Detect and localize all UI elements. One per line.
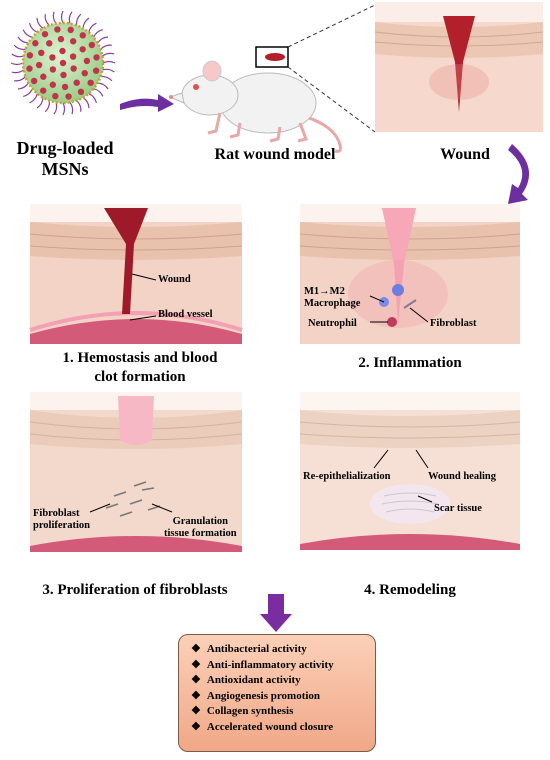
benefit-text: Antioxidant activity bbox=[206, 674, 301, 687]
bullet-icon: ❖ bbox=[191, 643, 201, 655]
panel3-illustration bbox=[29, 392, 243, 552]
panel2-fibroblast-label: Fibroblast bbox=[430, 318, 477, 329]
panel3-arrows bbox=[89, 503, 173, 513]
msn-label: Drug-loaded MSNs bbox=[5, 138, 125, 180]
panel1-wound-label: Wound bbox=[158, 274, 191, 285]
benefit-text: Anti-inflammatory activity bbox=[206, 658, 334, 671]
wound-zoom-panel bbox=[374, 2, 544, 132]
panel4-illustration bbox=[299, 392, 521, 550]
panel2-neutrophil-label: Neutrophil bbox=[308, 318, 357, 329]
arrow-to-rat-icon bbox=[120, 94, 174, 112]
panel3-fibroblast-label: Fibroblast proliferation bbox=[33, 508, 90, 532]
panel1-title: 1. Hemostasis and blood clot formation bbox=[20, 349, 260, 387]
msn-label-line2: MSNs bbox=[41, 159, 89, 179]
panel3-granulation-line1: Granulation bbox=[172, 516, 229, 527]
benefit-item: ❖ Anti-inflammatory activity bbox=[191, 658, 375, 674]
benefit-item: ❖ Antioxidant activity bbox=[191, 673, 375, 689]
zoom-lines bbox=[287, 4, 376, 133]
benefit-text: Accelerated wound closure bbox=[206, 720, 334, 733]
wound-label: Wound bbox=[440, 146, 490, 163]
panel1-illustration bbox=[29, 204, 243, 344]
down-arrow-icon bbox=[260, 594, 292, 632]
msn-nanoparticle-illustration bbox=[10, 10, 116, 116]
benefit-item: ❖ Angiogenesis promotion bbox=[191, 689, 375, 705]
bullet-icon: ❖ bbox=[191, 689, 201, 702]
panel3-granulation-line2: tissue formation bbox=[164, 528, 237, 539]
panel3-fibroblast-line2: proliferation bbox=[33, 520, 90, 531]
panel2-macrophage-label: M1→M2 Macrophage bbox=[304, 286, 360, 310]
panel4-title: 4. Remodeling bbox=[364, 582, 456, 598]
curved-arrow-icon bbox=[508, 144, 530, 204]
benefit-item: ❖ Accelerated wound closure bbox=[191, 720, 375, 736]
benefit-item: ❖ Antibacterial activity bbox=[191, 642, 375, 658]
panel2-title: 2. Inflammation bbox=[358, 355, 462, 371]
panel2-illustration bbox=[299, 204, 521, 344]
benefit-text: Collagen synthesis bbox=[206, 705, 294, 718]
benefits-box: ❖ Antibacterial activity ❖ Anti-inflammator… bbox=[178, 634, 376, 752]
panel2-macrophage-line2: Macrophage bbox=[304, 298, 361, 309]
bullet-icon: ❖ bbox=[191, 658, 201, 671]
panel1-arrows bbox=[129, 273, 157, 321]
benefit-text: Antibacterial activity bbox=[206, 643, 307, 655]
bullet-icon: ❖ bbox=[191, 720, 201, 733]
msn-label-line1: Drug-loaded bbox=[16, 138, 114, 158]
panel2-arrows bbox=[369, 295, 429, 323]
panel1-title-line1: 1. Hemostasis and blood bbox=[62, 350, 218, 366]
benefit-item: ❖ Collagen synthesis bbox=[191, 704, 375, 720]
panel3-granulation-label: Granulation tissue formation bbox=[164, 516, 237, 540]
panel3-fibroblast-line1: Fibroblast bbox=[33, 508, 80, 519]
rat-label: Rat wound model bbox=[214, 146, 336, 163]
panel4-reepithelialization-label: Re-epithelialization bbox=[303, 471, 391, 482]
rat-illustration bbox=[168, 46, 342, 153]
panel4-scar-tissue-label: Scar tissue bbox=[434, 503, 482, 514]
benefit-text: Angiogenesis promotion bbox=[206, 689, 321, 702]
panel1-blood-vessel-label: Blood vessel bbox=[158, 309, 213, 320]
panel2-macrophage-line1: M1→M2 bbox=[304, 286, 345, 297]
bullet-icon: ❖ bbox=[191, 674, 201, 687]
panel4-wound-healing-label: Wound healing bbox=[428, 471, 496, 482]
bullet-icon: ❖ bbox=[191, 705, 201, 718]
panel1-title-line2: clot formation bbox=[94, 369, 186, 385]
panel3-title: 3. Proliferation of fibroblasts bbox=[42, 582, 228, 598]
panel4-arrows bbox=[373, 449, 433, 503]
